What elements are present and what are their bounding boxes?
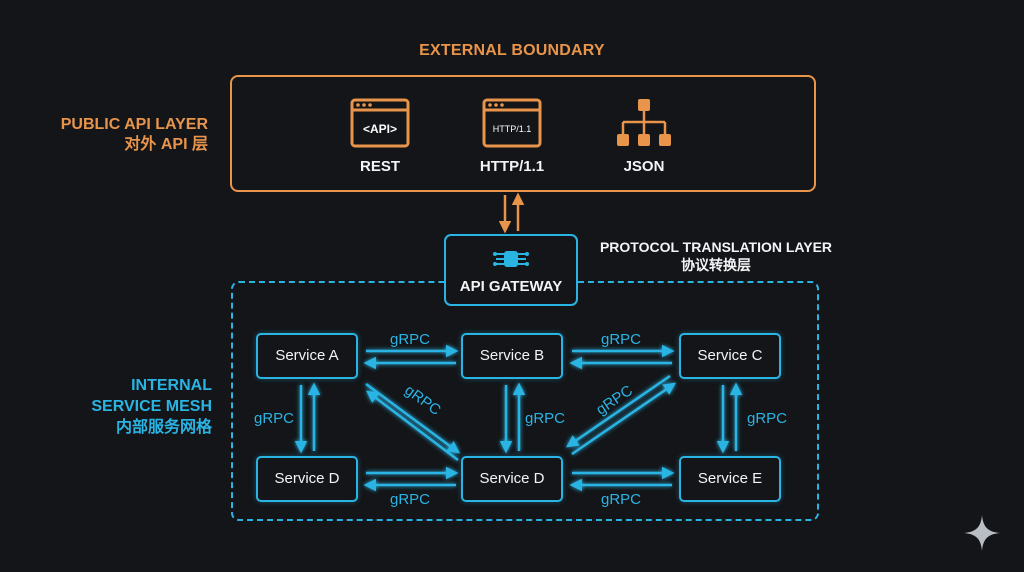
service-d-left-node: Service D [256, 456, 358, 502]
mesh-label-line1: INTERNAL [131, 377, 212, 394]
http-item: HTTP/1.1 HTTP/1.1 [452, 98, 572, 175]
mesh-label-line2: SERVICE MESH [91, 398, 212, 415]
grpc-label-bd: gRPC [525, 410, 565, 427]
public-api-layer-box [230, 75, 816, 192]
external-boundary-title: EXTERNAL BOUNDARY [419, 42, 605, 59]
json-tree-icon [617, 99, 671, 146]
service-e-node: Service E [679, 456, 781, 502]
json-item: JSON [584, 98, 704, 175]
grpc-label-ad: gRPC [254, 410, 294, 427]
http-icon-text: HTTP/1.1 [493, 124, 532, 134]
rest-label: REST [359, 158, 400, 175]
service-d-middle-node: Service D [461, 456, 563, 502]
api-icon-text: <API> [363, 122, 397, 136]
link-c-dmid-1 [565, 374, 671, 448]
grpc-links [294, 344, 743, 492]
protocol-translation-layer-label: PROTOCOL TRANSLATION LAYER 协议转换层 [586, 238, 846, 274]
public-api-layer-label-en: PUBLIC API LAYER [60, 116, 208, 133]
link-a-dmid-2 [366, 390, 459, 461]
api-gateway: API GATEWAY [444, 234, 578, 306]
api-gateway-label: API GATEWAY [459, 278, 563, 295]
service-a-node: Service A [256, 333, 358, 379]
json-label: JSON [623, 158, 665, 175]
protocol-layer-label-en: PROTOCOL TRANSLATION LAYER [599, 239, 833, 255]
grpc-label-dd: gRPC [390, 491, 430, 508]
internal-service-mesh-label: INTERNAL SERVICE MESH 内部服务网格 [20, 375, 212, 438]
link-a-dmid-1 [365, 382, 461, 454]
chip-icon [493, 251, 529, 267]
public-api-layer-label: PUBLIC API LAYER 对外 API 层 [20, 115, 208, 155]
grpc-label-bc: gRPC [601, 331, 641, 348]
link-c-dmid-2 [571, 382, 677, 456]
grpc-label-ce: gRPC [747, 410, 787, 427]
rest-item: <API> REST [320, 98, 440, 175]
protocol-layer-label-zh: 协议转换层 [681, 257, 751, 273]
grpc-label-de: gRPC [601, 491, 641, 508]
service-b-node: Service B [461, 333, 563, 379]
http-window-icon: HTTP/1.1 [482, 98, 542, 148]
api-window-icon: <API> [350, 98, 410, 148]
service-c-node: Service C [679, 333, 781, 379]
sparkle-icon [964, 515, 1000, 551]
mesh-label-zh: 内部服务网格 [115, 419, 212, 436]
http-label: HTTP/1.1 [479, 158, 545, 175]
grpc-label-ab: gRPC [390, 331, 430, 348]
gateway-public-arrows [498, 192, 525, 234]
public-api-layer-label-zh: 对外 API 层 [124, 136, 208, 153]
